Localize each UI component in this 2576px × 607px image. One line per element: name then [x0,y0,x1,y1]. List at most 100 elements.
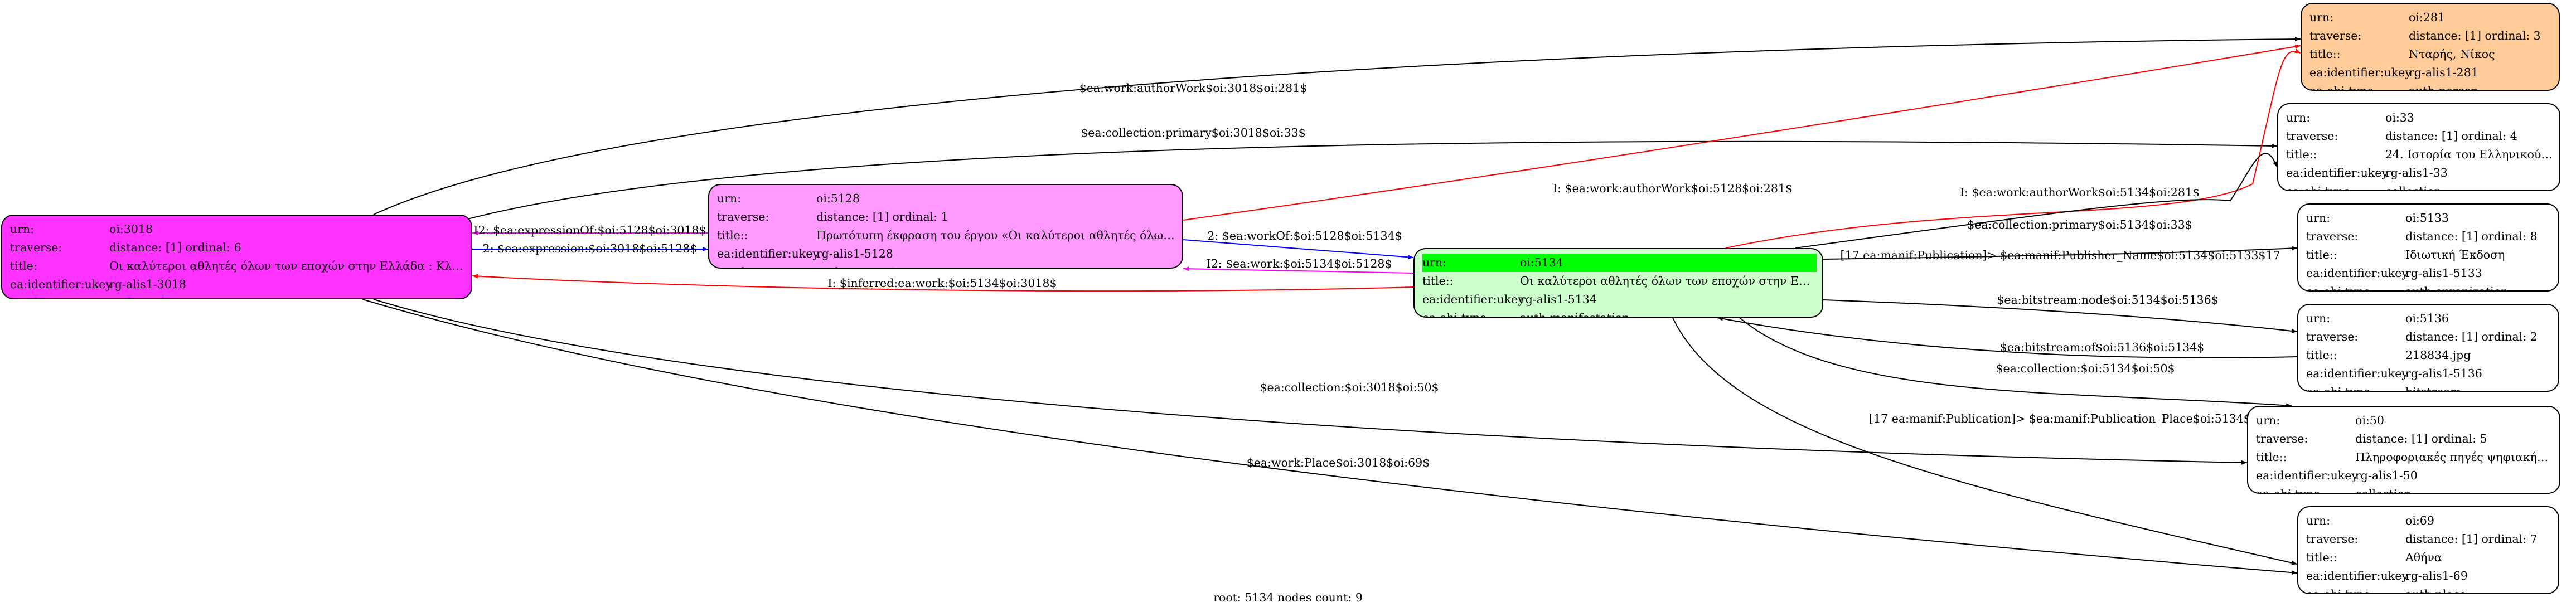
node-field-key: ea:identifier:ukey [10,278,112,291]
node-field-value: oi:33 [2385,111,2414,124]
node-field-row: ea:obj-type: auth-person [2309,82,2553,91]
node-field-value: distance: [1] ordinal: 4 [2385,129,2517,143]
node-field-row: ea:obj-type: collection [2286,182,2554,191]
node-field-row: title::Νταρής, Νίκος [2309,45,2553,64]
edge-line [373,299,2248,465]
edge-label: $ea:collection:$oi:5134$oi:50$ [1996,362,2175,375]
node-5133[interactable]: urn:oi:5133 traverse: distance: [1] ordina… [2297,203,2559,292]
edge-line [362,299,2298,575]
node-field-key: urn: [2306,312,2331,325]
node-field-value: Πρωτότυπη έκφραση του έργου «Οι καλύτερο… [816,229,1176,242]
edge-label: [17 ea:manif:Publication]> $ea:manif:Pub… [1869,412,2302,425]
node-field-value: auth-organization [2405,285,2509,292]
node-field-row: urn:oi:5128 [717,190,1176,208]
node-field-key: ea:obj-type: [2306,587,2374,594]
node-field-row: urn: oi:33 [2286,109,2554,127]
node-field-key: traverse: [2306,230,2359,243]
node-field-value: oi:281 [2409,11,2445,24]
graph-footer: root: 5134 nodes count: 9 [1213,591,1363,604]
node-field-key: urn: [2309,11,2334,24]
node-field-row: ea:obj-type:auth-organization [2306,283,2553,292]
edge-label: I: $ea:work:authorWork$oi:5134$oi:281$ [1960,186,2200,199]
edge-label: I2: $ea:expressionOf:$oi:5128$oi:3018$ [473,224,706,237]
edge-label: $ea:collection:$oi:3018$oi:50$ [1260,381,1439,394]
node-field-key: ea:identifier:ukey [2309,66,2412,79]
node-field-row: traverse:distance: [1] ordinal: 5 [2256,430,2554,448]
edge-label: $ea:collection:primary$oi:5134$oi:33$ [1967,218,2192,231]
node-field-row: traverse:distance: [1] ordinal: 1 [717,208,1176,226]
node-field-key: ea:identifier:ukey [2256,469,2358,482]
node-field-key: title:: [2286,148,2317,161]
edge-line [1823,246,2298,260]
node-field-key: ea:identifier:ukey [717,247,819,260]
node-field-row: title::Οι καλύτεροι αθλητές όλων των επο… [1422,272,1817,290]
node-field-row: title::218834.jpg [2306,346,2553,365]
edge-label: 2: $ea:workOf:$oi:5128$oi:5134$ [1207,229,1402,242]
node-field-key: title:: [2309,47,2341,61]
node-field-key: ea:obj-type: [2286,184,2354,191]
edge-label: $ea:collection:primary$oi:3018$oi:33$ [1081,126,1306,139]
node-field-value: 24. Ιστορία του Ελληνικού στίβου [2385,148,2554,161]
node-field-value: Ιδιωτική Έκδοση [2405,248,2505,261]
node-field-value: oi:5136 [2405,312,2449,325]
node-field-row: traverse:distance: [1] ordinal: 6 [10,239,466,257]
node-field-value: distance: [1] ordinal: 5 [2355,432,2487,445]
node-field-value: collection [2385,184,2442,191]
node-field-key: title:: [2306,348,2337,362]
node-field-value: rg-alis1-5136 [2405,367,2482,380]
node-field-key: ea:identifier:ukey [2286,166,2388,179]
node-field-key: ea:identifier:ukey [2306,266,2408,280]
node-field-key: urn: [2286,111,2311,124]
node-field-value: oi:3018 [109,222,153,236]
node-field-value: rg-alis1-3018 [109,278,186,291]
node-field-value: distance: [1] ordinal: 7 [2405,532,2538,546]
edge-line [1795,153,2278,249]
node-field-row: traverse:distance: [1] ordinal: 3 [2309,27,2553,45]
node-field-value: Πληροφοριακές πηγές ψηφιακής βιβλιοθήκης [2355,450,2554,464]
node-field-key: ea:obj-type: [717,263,816,268]
node-field-key: traverse: [2286,129,2338,143]
node-field-row: title:Οι καλύτεροι αθλητές όλων των εποχ… [10,257,466,275]
node-field-value: oi:5128 [816,192,860,205]
node-field-value: collection [2355,487,2412,494]
edge-line [373,37,2301,215]
edge-label: $ea:bitstream:node$oi:5134$oi:5136$ [1997,293,2218,307]
node-33[interactable]: urn: oi:33 traverse: distance: [1] ordinal:… [2277,103,2560,191]
node-field-key: ea:obj-type: [2309,84,2378,91]
edge-line [472,274,1414,292]
node-field-key: title:: [1422,274,1454,288]
node-field-value: distance: [1] ordinal: 8 [2405,230,2538,243]
node-field-key: title:: [717,229,748,242]
edge-label: $ea:bitstream:of$oi:5136$oi:5134$ [2000,341,2205,354]
node-field-row: ea:obj-type:auth-place [2306,585,2553,594]
node-field-key: ea:obj-type: [10,294,109,298]
node-field-key: traverse: [2306,330,2359,343]
edges-layer [362,37,2301,575]
node-field-value: bitstream [2405,385,2462,392]
node-281[interactable]: urn: oi:281 traverse:distance: [1] ordinal… [2301,3,2560,91]
edge-line [1717,316,2298,358]
node-field-value: rg-alis1-33 [2385,166,2448,179]
node-field-value: auth-expression [816,263,1176,268]
edge-line [1739,317,2292,408]
node-field-key: traverse: [717,210,769,224]
node-field-value: rg-alis1-5134 [1520,293,1597,306]
node-field-row: traverse: distance: [1] ordinal: 8 [2306,227,2553,246]
node-field-value: rg-alis1-69 [2405,569,2468,582]
edge-label: I: $ea:work:authorWork$oi:5128$oi:281$ [1553,182,1793,195]
node-field-value: auth-person [2409,84,2478,91]
edge-label: [17 ea:manif:Publication]> $ea:manif:Pub… [1841,249,2280,262]
node-field-value: Νταρής, Νίκος [2409,47,2495,61]
node-field-row: urn:oi:5133 [2306,209,2553,227]
